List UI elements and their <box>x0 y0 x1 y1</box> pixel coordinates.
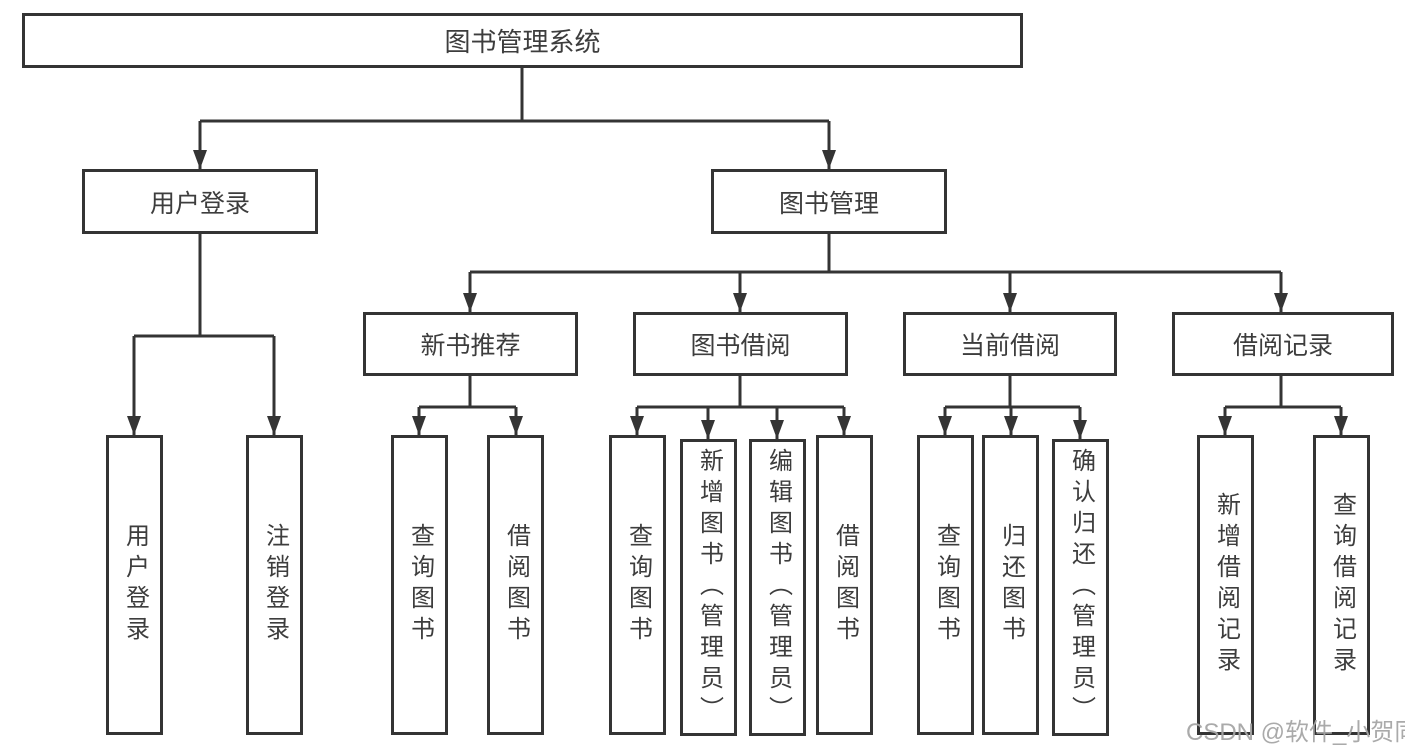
node-label: 借阅记录 <box>1232 332 1333 360</box>
node-label: 图书管理系统 <box>444 27 601 57</box>
leaf-confirm-return-admin: 确认归还（管理员） <box>1052 439 1109 736</box>
leaf-label: 查询图书 <box>406 523 434 647</box>
leaf-query-books-current: 查询图书 <box>917 435 974 735</box>
leaf-logout: 注销登录 <box>246 435 303 735</box>
node-book-management: 图书管理 <box>711 169 947 234</box>
leaf-borrow-books: 借阅图书 <box>816 435 873 735</box>
leaf-user-login: 用户登录 <box>106 435 163 735</box>
node-label: 当前借阅 <box>959 332 1060 360</box>
leaf-add-borrow-record: 新增借阅记录 <box>1197 435 1254 735</box>
node-label: 图书借阅 <box>690 332 791 360</box>
leaf-label: 新增借阅记录 <box>1212 492 1240 678</box>
leaf-label: 注销登录 <box>261 523 289 647</box>
leaf-add-books-admin: 新增图书（管理员） <box>680 439 737 736</box>
csdn-watermark: CSDN @软件_小贺同学 <box>1186 719 1405 746</box>
leaf-label: 查询图书 <box>624 523 652 647</box>
leaf-label: 借阅图书 <box>502 523 530 647</box>
node-root-library-system: 图书管理系统 <box>22 13 1023 68</box>
leaf-label: 确认归还（管理员） <box>1067 448 1095 727</box>
leaf-edit-books-admin: 编辑图书（管理员） <box>749 439 806 736</box>
leaf-label: 用户登录 <box>121 523 149 647</box>
node-label: 用户登录 <box>149 189 250 218</box>
leaf-label: 新增图书（管理员） <box>695 448 723 727</box>
node-book-borrow: 图书借阅 <box>633 312 848 376</box>
node-borrow-records: 借阅记录 <box>1172 312 1394 376</box>
leaf-query-books-borrow: 查询图书 <box>609 435 666 735</box>
leaf-label: 归还图书 <box>997 523 1025 647</box>
leaf-return-books: 归还图书 <box>982 435 1039 735</box>
leaf-borrow-books-recommend: 借阅图书 <box>487 435 544 735</box>
leaf-label: 查询借阅记录 <box>1328 492 1356 678</box>
leaf-label: 借阅图书 <box>831 523 859 647</box>
node-current-borrow: 当前借阅 <box>903 312 1117 376</box>
leaf-label: 编辑图书（管理员） <box>764 448 792 727</box>
leaf-query-borrow-record: 查询借阅记录 <box>1313 435 1370 735</box>
node-label: 新书推荐 <box>420 332 521 360</box>
leaf-query-books-recommend: 查询图书 <box>391 435 448 735</box>
leaf-label: 查询图书 <box>932 523 960 647</box>
node-new-book-recommend: 新书推荐 <box>363 312 578 376</box>
node-label: 图书管理 <box>778 189 879 218</box>
node-user-login: 用户登录 <box>82 169 318 234</box>
